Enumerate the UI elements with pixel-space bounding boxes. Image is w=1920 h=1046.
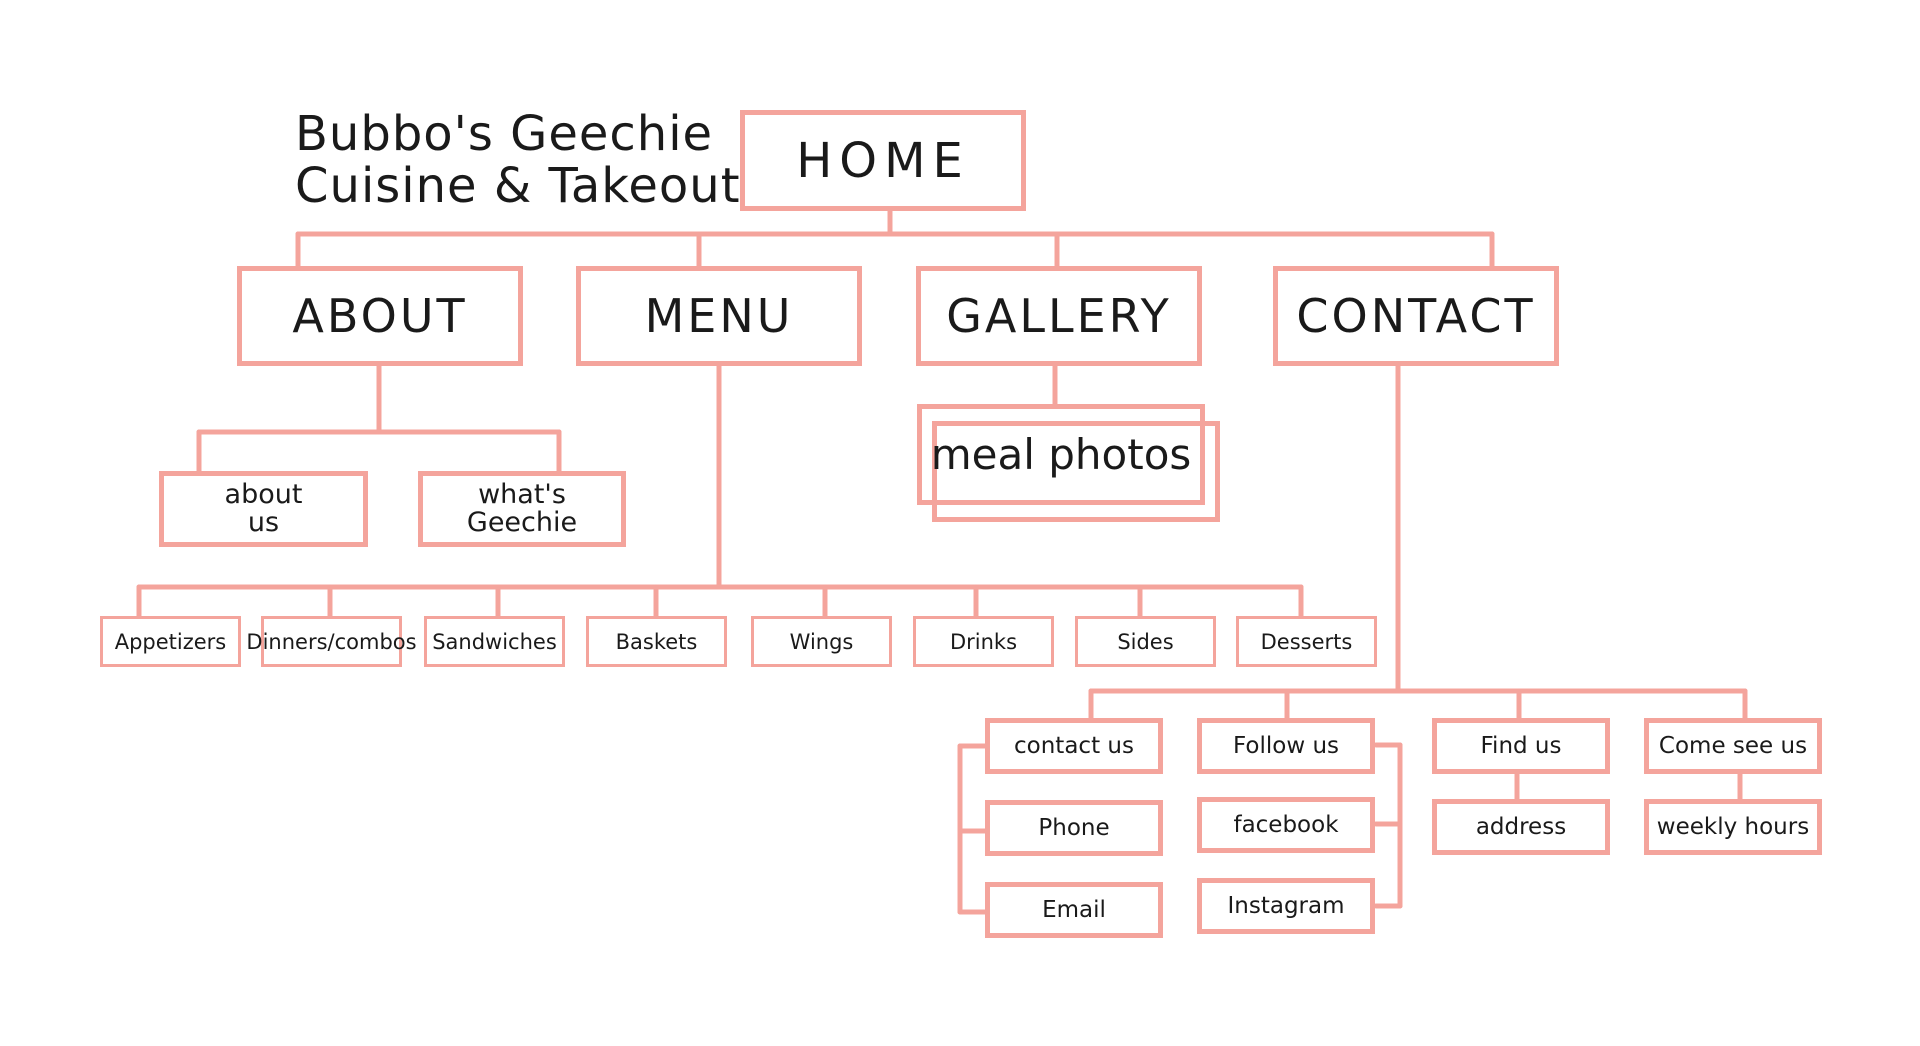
wings-box[interactable]: Wings: [751, 616, 892, 667]
facebook-box[interactable]: facebook: [1197, 797, 1375, 853]
weekly-hours-label: weekly hours: [1656, 814, 1810, 840]
address-box[interactable]: address: [1432, 799, 1610, 855]
site-title-line1: Bubbo's Geechie: [295, 106, 714, 162]
follow-us-label: Follow us: [1232, 733, 1339, 759]
whats-geechie-box[interactable]: what's Geechie: [418, 471, 626, 547]
instagram-label: Instagram: [1227, 893, 1345, 919]
come-see-us-label: Come see us: [1658, 733, 1808, 759]
meal-photos-label: meal photos: [930, 430, 1192, 479]
drinks-box[interactable]: Drinks: [913, 616, 1054, 667]
facebook-label: facebook: [1233, 812, 1339, 838]
instagram-box[interactable]: Instagram: [1197, 878, 1375, 934]
home-label: HOME: [796, 132, 970, 189]
contact-box[interactable]: CONTACT: [1273, 266, 1559, 366]
whats-geechie-label: what's Geechie: [466, 479, 578, 538]
contact-us-box[interactable]: contact us: [985, 718, 1163, 774]
about-us-label: about us: [224, 479, 303, 538]
contact-label: CONTACT: [1296, 289, 1536, 343]
site-title: Bubbo's Geechie Cuisine & Takeout: [295, 108, 741, 212]
come-see-us-box[interactable]: Come see us: [1644, 718, 1822, 774]
dinners-combos-box[interactable]: Dinners/combos: [246, 616, 417, 667]
email-label: Email: [1042, 897, 1106, 923]
find-us-label: Find us: [1480, 733, 1562, 759]
meal-photos-back-box: [932, 421, 1220, 522]
menu-label: MENU: [644, 289, 794, 343]
address-label: address: [1475, 814, 1567, 840]
menu-box[interactable]: MENU: [576, 266, 862, 366]
sides-label: Sides: [1117, 629, 1174, 654]
phone-label: Phone: [1038, 815, 1110, 841]
gallery-box[interactable]: GALLERY: [916, 266, 1202, 366]
gallery-label: GALLERY: [946, 289, 1172, 343]
meal-photos-box[interactable]: meal photos: [917, 404, 1205, 505]
dinners-combos-label: Dinners/combos: [246, 629, 417, 654]
email-box[interactable]: Email: [985, 882, 1163, 938]
about-label: ABOUT: [292, 289, 468, 343]
follow-us-box[interactable]: Follow us: [1197, 718, 1375, 774]
about-box[interactable]: ABOUT: [237, 266, 523, 366]
desserts-box[interactable]: Desserts: [1236, 616, 1377, 667]
sides-box[interactable]: Sides: [1075, 616, 1216, 667]
about-us-box[interactable]: about us: [159, 471, 368, 547]
sandwiches-box[interactable]: Sandwiches: [424, 616, 565, 667]
contact-us-label: contact us: [1014, 733, 1134, 759]
baskets-label: Baskets: [615, 629, 698, 654]
appetizers-label: Appetizers: [114, 629, 227, 654]
phone-box[interactable]: Phone: [985, 800, 1163, 856]
desserts-label: Desserts: [1260, 629, 1353, 654]
site-title-line2: Cuisine & Takeout: [295, 158, 741, 214]
appetizers-box[interactable]: Appetizers: [100, 616, 241, 667]
weekly-hours-box[interactable]: weekly hours: [1644, 799, 1822, 855]
baskets-box[interactable]: Baskets: [586, 616, 727, 667]
drinks-label: Drinks: [949, 629, 1018, 654]
wings-label: Wings: [789, 629, 854, 654]
find-us-box[interactable]: Find us: [1432, 718, 1610, 774]
sandwiches-label: Sandwiches: [432, 629, 557, 654]
home-box[interactable]: HOME: [740, 110, 1026, 211]
